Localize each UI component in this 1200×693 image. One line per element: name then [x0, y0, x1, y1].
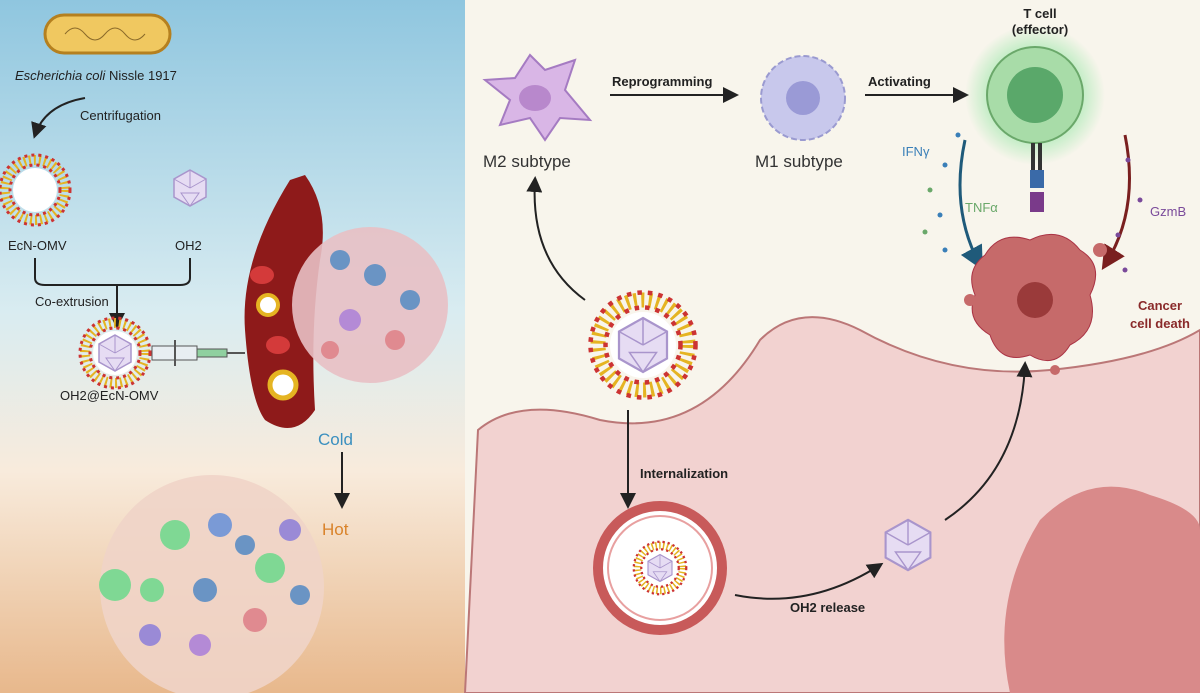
hot-tumor-icon [99, 475, 324, 693]
bacterium-label: Escherichia coli Nissle 1917 [15, 68, 177, 83]
t-cell-label-line1: T cell [1023, 6, 1056, 21]
dying-cancer-cell-icon [964, 233, 1107, 375]
internalization-label: Internalization [640, 466, 728, 481]
hot-label: Hot [322, 520, 349, 539]
cancer-cell-death-line2: cell death [1130, 316, 1190, 331]
centrifugation-label: Centrifugation [80, 108, 161, 123]
nucleus-shape [1004, 486, 1200, 693]
oh2-release-label: OH2 release [790, 600, 865, 615]
t-cell-icon [965, 25, 1105, 212]
m2-macrophage-icon [482, 53, 593, 142]
tnfa-label: TNFα [965, 200, 998, 215]
oh2-ecn-omv-label: OH2@EcN-OMV [60, 388, 159, 403]
left-panel: Escherichia coli Nissle 1917 Centrifugat… [0, 0, 465, 693]
m1-macrophage-icon [760, 55, 846, 141]
oh2-label: OH2 [175, 238, 202, 253]
cancer-cell-death-line1: Cancer [1138, 298, 1182, 313]
ecn-bacterium-icon [43, 13, 172, 55]
co-extrusion-label: Co-extrusion [35, 294, 109, 309]
cytokine-dots [922, 132, 1143, 273]
cold-label: Cold [318, 430, 353, 449]
gzmb-label: GzmB [1150, 204, 1186, 219]
ifng-label: IFNγ [902, 144, 930, 159]
reprogramming-label: Reprogramming [612, 74, 712, 89]
endosome-icon [593, 501, 727, 635]
blood-vessel-icon [244, 175, 323, 428]
m1-subtype-label: M1 subtype [755, 152, 843, 171]
syringe-icon [151, 340, 245, 366]
activating-label: Activating [868, 74, 931, 89]
right-panel: M2 subtype Reprogramming M1 subtype Acti… [463, 0, 1200, 693]
ecn-omv-label: EcN-OMV [8, 238, 67, 253]
cold-tumor-icon [292, 227, 448, 383]
t-cell-label-line2: (effector) [1012, 22, 1068, 37]
m2-subtype-label: M2 subtype [483, 152, 571, 171]
